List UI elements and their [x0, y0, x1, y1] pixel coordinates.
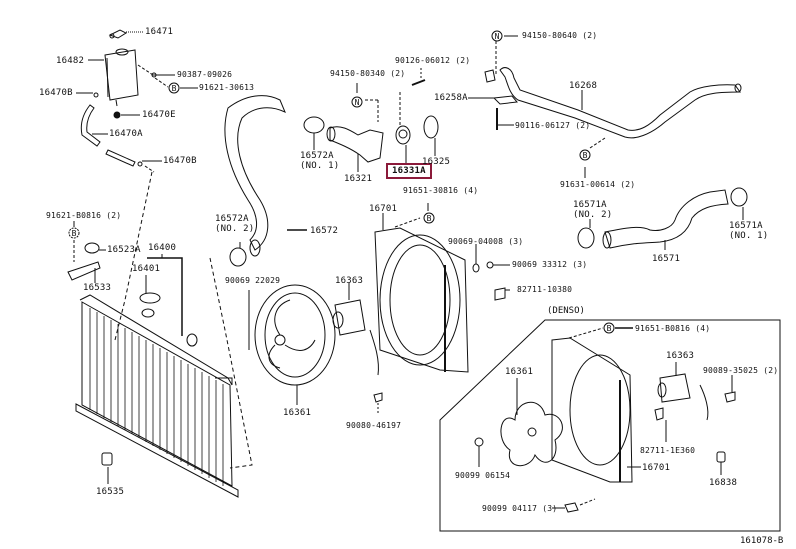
- part-label-16400[interactable]: 16400: [148, 243, 177, 253]
- part-label-16571[interactable]: 16571: [652, 254, 681, 264]
- part-label-94150-80640[interactable]: 94150-80640 (2): [522, 31, 598, 40]
- denso-group-box: [439, 319, 781, 532]
- part-label-90126-06012[interactable]: 90126-06012 (2): [395, 56, 471, 65]
- part-label-denso-16701[interactable]: 16701: [642, 463, 671, 473]
- part-label-16470b-top[interactable]: 16470B: [39, 88, 73, 98]
- part-label-16470e[interactable]: 16470E: [142, 110, 176, 120]
- part-label-denso-90089-35025[interactable]: 90089-35025 (2): [703, 366, 779, 375]
- callout-n-outlet: N: [351, 96, 363, 108]
- svg-text:B: B: [427, 214, 432, 223]
- part-label-16470b-bottom[interactable]: 16470B: [163, 156, 197, 166]
- part-label-90069-22029[interactable]: 90069 22029: [225, 276, 281, 285]
- fan-motor-16363: [332, 299, 379, 376]
- part-label-16482[interactable]: 16482: [56, 56, 85, 66]
- part-label-16535[interactable]: 16535: [96, 487, 125, 497]
- part-label-91621-30613[interactable]: 91621-30613: [199, 83, 255, 92]
- reservoir-tank-16482: [104, 48, 139, 107]
- part-label-16470a[interactable]: 16470A: [109, 129, 143, 139]
- callout-n-pipe: N: [491, 30, 503, 42]
- part-label-denso-16363[interactable]: 16363: [666, 351, 695, 361]
- part-label-91631-00614[interactable]: 91631-00614 (2): [560, 180, 636, 189]
- part-label-16331a-highlighted[interactable]: 16331A: [386, 163, 432, 179]
- part-label-16533[interactable]: 16533: [83, 283, 112, 293]
- part-label-16258a[interactable]: 16258A: [434, 93, 468, 103]
- part-label-90069-04008[interactable]: 90069-04008 (3): [448, 237, 524, 246]
- part-label-16361[interactable]: 16361: [283, 408, 312, 418]
- part-label-16572a-no1[interactable]: 16572A (NO. 1): [300, 151, 340, 171]
- part-label-16571a-no1[interactable]: 16571A (NO. 1): [729, 221, 769, 241]
- svg-text:B: B: [72, 229, 77, 238]
- part-label-90069-33312[interactable]: 90069 33312 (3): [512, 260, 588, 269]
- part-label-16572[interactable]: 16572: [310, 226, 339, 236]
- fan-16361: [254, 284, 336, 386]
- part-label-90116-06127[interactable]: 90116-06127 (2): [515, 121, 591, 130]
- water-pipe-16268: [499, 67, 742, 139]
- part-label-16325[interactable]: 16325: [422, 157, 451, 167]
- part-label-denso-16361[interactable]: 16361: [505, 367, 534, 377]
- part-label-16471[interactable]: 16471: [145, 27, 174, 37]
- svg-text:B: B: [172, 84, 177, 93]
- part-label-16401[interactable]: 16401: [132, 264, 161, 274]
- lower-hose-16571: [602, 189, 729, 249]
- callout-b-reservoir: B: [168, 82, 180, 94]
- callout-b-denso: B: [603, 322, 615, 334]
- part-label-16571a-no2[interactable]: 16571A (NO. 2): [573, 200, 613, 220]
- denso-group-label: (DENSO): [547, 306, 585, 316]
- fan-shroud-16701: [374, 227, 469, 373]
- svg-text:N: N: [355, 98, 360, 107]
- part-label-denso-90099-06154[interactable]: 90099 06154: [455, 471, 511, 480]
- part-label-90080-46197[interactable]: 90080-46197: [346, 421, 402, 430]
- denso-fan-16361: [500, 401, 563, 467]
- part-label-denso-91651-b0816[interactable]: 91651-B0816 (4): [635, 324, 711, 333]
- part-label-denso-82711-1e360[interactable]: 82711-1E360: [640, 446, 696, 455]
- part-label-16701[interactable]: 16701: [369, 204, 398, 214]
- part-label-90387-09026[interactable]: 90387-09026: [177, 70, 233, 79]
- svg-text:B: B: [583, 151, 588, 160]
- part-label-16572a-no2[interactable]: 16572A (NO. 2): [215, 214, 255, 234]
- denso-motor-16363: [657, 373, 709, 421]
- reservoir-cap-16471: [108, 29, 128, 39]
- part-label-16363[interactable]: 16363: [335, 276, 364, 286]
- figure-code: 161078-B: [740, 536, 784, 546]
- part-label-16321[interactable]: 16321: [344, 174, 373, 184]
- part-label-16523a[interactable]: 16523A: [107, 245, 141, 255]
- upper-hose-16572: [224, 95, 286, 257]
- part-label-91651-30816[interactable]: 91651-30816 (4): [403, 186, 479, 195]
- callout-b-shroud: B: [423, 212, 435, 224]
- svg-text:B: B: [607, 324, 612, 333]
- part-label-91621-b0816[interactable]: 91621-B0816 (2): [46, 211, 122, 220]
- callout-b-radiator: B: [68, 227, 80, 239]
- radiator-16400: [75, 294, 239, 498]
- part-label-denso-90099-04117[interactable]: 90099 04117 (3): [482, 504, 558, 513]
- part-label-94150-80340[interactable]: 94150-80340 (2): [330, 69, 406, 78]
- part-label-82711-10380[interactable]: 82711-10380: [517, 285, 573, 294]
- callout-b-pipe: B: [579, 149, 591, 161]
- svg-text:N: N: [495, 32, 500, 41]
- part-label-denso-16838[interactable]: 16838: [709, 478, 738, 488]
- part-label-16268[interactable]: 16268: [569, 81, 598, 91]
- water-outlet-16321: [326, 126, 384, 163]
